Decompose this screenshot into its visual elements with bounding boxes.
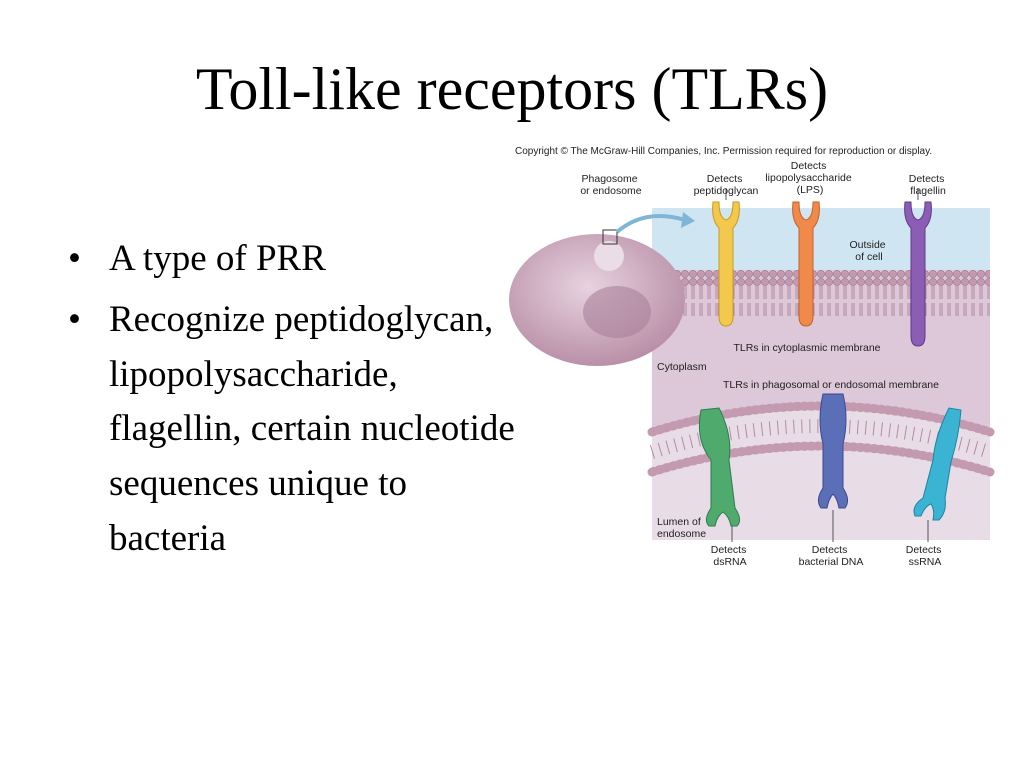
phagosome-vesicle [594,241,624,271]
cell-nucleus [583,286,651,338]
bullet-item: • Recognize peptidoglycan, lipopolysacch… [68,293,628,567]
tlr-cytoplasmic-label: TLRs in cytoplasmic membrane [733,342,880,354]
lumen-label: Lumen of endosome [657,516,706,540]
label-line: bacterial DNA [799,556,864,568]
tlr-endosomal-label: TLRs in phagosomal or endosomal membrane [723,379,939,391]
label-line: endosome [657,528,706,540]
ssrna-label: Detects ssRNA [906,544,945,568]
tlr-diagram: Copyright © The McGraw-Hill Companies, I… [505,140,1000,580]
outside-region [652,208,990,270]
zoom-arrow [615,214,686,234]
label-line: lipopolysaccharide [765,172,852,184]
label-line: flagellin [910,185,946,197]
label-line: Detects [909,173,945,185]
bullet-marker: • [68,238,81,279]
cytoplasmic-membrane [652,270,990,316]
bullet-text-line: flagellin, certain nucleotide [109,408,515,450]
bullet-text-line: Recognize peptidoglycan, [109,298,494,340]
peptidoglycan-label: Detects peptidoglycan [694,173,759,197]
bacterial-dna-label: Detects bacterial DNA [799,544,864,568]
label-line: of cell [855,251,882,263]
bullet-marker: • [68,298,81,340]
phagosome-marker-box [602,229,618,245]
bullet-text-line: lipopolysaccharide, [109,353,398,395]
bullet-list: • A type of PRR • Recognize peptidoglyca… [68,232,628,573]
label-line: peptidoglycan [694,185,759,197]
flagellin-label: Detects flagellin [909,173,948,197]
zoom-arrowhead [681,212,695,228]
tlr-flagellin-receptor [904,201,932,347]
tlr-peptidoglycan-receptor [712,201,740,327]
label-line: or endosome [580,185,641,197]
bullet-text-line: sequences unique to [109,463,407,504]
copyright-text: Copyright © The McGraw-Hill Companies, I… [515,146,932,157]
label-line: Outside [849,239,885,251]
label-line: (LPS) [797,184,824,196]
label-line: dsRNA [713,556,746,568]
dsrna-label: Detects dsRNA [711,544,750,568]
tlr-bacterial-dna-receptor [817,393,849,509]
slide-title: Toll-like receptors (TLRs) [195,56,829,122]
label-line: Detects [791,160,827,172]
label-line: Detects [812,544,848,556]
label-line: ssRNA [909,556,942,568]
bullet-item: • A type of PRR [68,232,628,287]
tlr-dsrna-receptor [698,407,741,527]
label-line: Detects [707,173,743,185]
outside-cell-label: Outside of cell [849,239,888,263]
lps-label: Detects lipopolysaccharide (LPS) [765,160,854,196]
endosome-lumen [652,406,990,540]
phagosome-label: Phagosome or endosome [580,173,641,197]
label-line: Detects [711,544,747,556]
tlr-ssrna-receptor [913,407,962,521]
label-line: Phagosome [582,173,638,185]
tlr-lps-receptor [792,201,820,327]
label-line: Detects [906,544,942,556]
label-line: Lumen of [657,516,701,528]
cytoplasm-label: Cytoplasm [657,361,707,373]
bullet-text: A type of PRR [109,238,326,279]
bullet-text-line: bacteria [109,517,227,559]
